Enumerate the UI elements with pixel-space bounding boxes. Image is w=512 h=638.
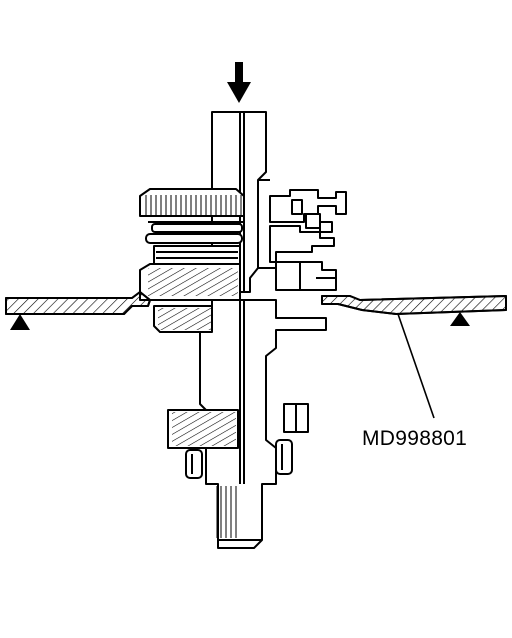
top-gear — [139, 188, 245, 223]
synchronizer-assembly — [269, 189, 347, 291]
right-triangle-support-icon — [450, 312, 470, 326]
lower-shaft — [199, 299, 327, 549]
lower-bearing — [185, 439, 293, 479]
part-number-label: MD998801 — [362, 427, 468, 450]
lower-gear — [167, 403, 309, 449]
spacer-rings — [145, 223, 243, 265]
down-arrow-icon — [227, 62, 251, 103]
left-triangle-support-icon — [10, 314, 30, 330]
support-plate — [5, 291, 507, 315]
leader-line — [397, 313, 435, 419]
